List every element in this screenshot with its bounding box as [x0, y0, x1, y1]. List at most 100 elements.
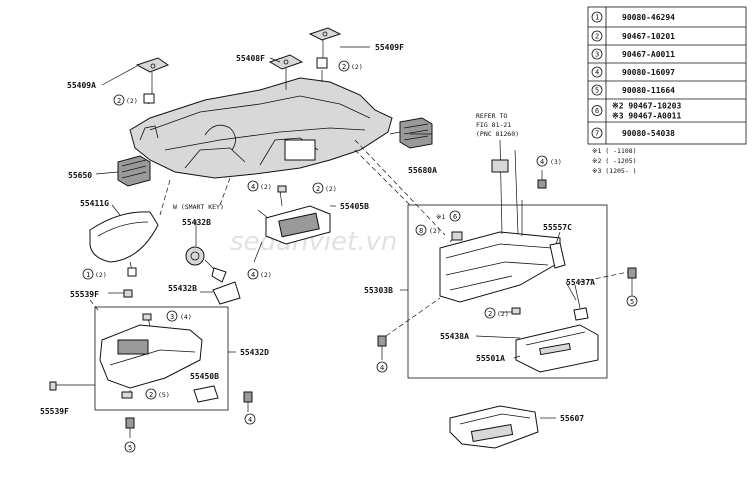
svg-text:(2): (2)	[260, 271, 272, 279]
label-55303B: 55303B	[364, 286, 393, 295]
svg-text:2: 2	[488, 310, 492, 318]
legend-number: 4	[595, 69, 599, 77]
callout-2b: 2 (2)	[338, 60, 363, 72]
pad-55408F	[268, 54, 304, 90]
callout-6a: ※1 6	[436, 210, 461, 222]
callout-4c: 4	[244, 413, 256, 425]
callout-2d: 2 (5)	[145, 388, 170, 400]
callout-1a: 1 (2)	[82, 268, 107, 280]
clip-top-4	[537, 170, 547, 189]
callout-2a: 2 (2)	[113, 94, 138, 106]
refer-note-3: (PNC 81260)	[476, 130, 519, 138]
svg-text:(2): (2)	[429, 227, 441, 235]
label-55450B: 55450B	[190, 372, 219, 381]
legend-number: 2	[595, 33, 599, 41]
legend-number-circle	[591, 11, 603, 23]
glove-door-55501A	[515, 324, 599, 373]
legend-number-circle	[591, 66, 603, 78]
label-55432B-mid: 55432B	[168, 284, 197, 293]
label-55432D: 55432D	[240, 348, 269, 357]
svg-text:2: 2	[342, 63, 346, 71]
callout-5b: 5	[626, 295, 638, 307]
smart-key-switch	[185, 220, 227, 283]
legend-number-circle	[591, 48, 603, 60]
svg-text:2: 2	[149, 391, 153, 399]
svg-text:(2): (2)	[325, 185, 337, 193]
svg-text:(3): (3)	[550, 158, 562, 166]
legend-code: 90467-A0011	[622, 50, 675, 59]
glovebox-box	[407, 139, 608, 379]
tray-55607	[449, 405, 539, 449]
label-55557C: 55557C	[543, 223, 572, 232]
clip-55539F-top	[108, 289, 133, 298]
svg-text:1: 1	[86, 271, 90, 279]
label-55539F-top: 55539F	[70, 290, 99, 299]
legend-number-circle	[591, 105, 603, 116]
label-55607: 55607	[560, 414, 584, 423]
refer-note-2: FIG 81-21	[476, 121, 511, 129]
legend-number: 1	[595, 14, 599, 22]
label-smart-key: W (SMART KEY)	[173, 203, 224, 211]
svg-text:6: 6	[453, 213, 457, 221]
callout-4e: 4	[376, 361, 388, 373]
svg-text:3: 3	[170, 313, 174, 321]
callout-2c: 2 (2)	[312, 182, 337, 194]
svg-text:(4): (4)	[180, 313, 192, 321]
footnote-3: ※3 (1205- )	[592, 167, 637, 175]
refer-note-1: REFER TO	[476, 112, 507, 120]
legend-code: ※2 90467-10203	[612, 102, 682, 111]
label-55432B-top: 55432B	[182, 218, 211, 227]
vent-55680A	[389, 117, 433, 149]
callout-4b: 4 (2)	[247, 268, 272, 280]
legend-code: 90467-10201	[622, 32, 675, 41]
callout-5a: 5	[124, 441, 136, 453]
svg-text:(5): (5)	[158, 391, 170, 399]
svg-text:4: 4	[380, 364, 384, 372]
svg-text:8: 8	[419, 227, 423, 235]
label-55501A: 55501A	[476, 354, 505, 363]
svg-text:(2): (2)	[126, 97, 138, 105]
svg-text:4: 4	[251, 183, 255, 191]
vent-55650	[117, 155, 151, 187]
clip-left-4	[377, 297, 441, 360]
legend-number: 6	[595, 107, 599, 115]
svg-text:4: 4	[248, 416, 252, 424]
legend-row: 6 ※2 90467-10203※3 90467-A0011	[591, 102, 682, 121]
label-55650: 55650	[68, 171, 92, 180]
label-55408F: 55408F	[236, 54, 265, 63]
label-55437A: 55437A	[566, 278, 595, 287]
screw-5-left	[125, 417, 135, 438]
svg-text:※1: ※1	[436, 213, 445, 221]
callout-8a: 8 (2)	[415, 224, 441, 236]
legend-number: 5	[595, 87, 599, 95]
label-55680A: 55680A	[408, 166, 437, 175]
footnote-2: ※2 ( -1205)	[592, 157, 637, 165]
pad-55409F	[308, 27, 342, 82]
bracket-55432B	[200, 281, 241, 305]
clip-55539F-bottom	[49, 381, 95, 391]
svg-text:2: 2	[117, 97, 121, 105]
callout-3a: 3 (4)	[166, 310, 192, 322]
svg-text:5: 5	[630, 298, 634, 306]
legend-row: 2 90467-10201	[591, 30, 675, 42]
callout-4a: 4 (2)	[247, 180, 272, 192]
leader-lines	[95, 46, 577, 419]
svg-text:(2): (2)	[260, 183, 272, 191]
legend-code-alt: ※3 90467-A0011	[612, 112, 682, 121]
label-55409A: 55409A	[67, 81, 96, 90]
instrument-panel-assembly	[129, 77, 393, 179]
screw-4-left	[243, 391, 253, 412]
callout-2e: 2 (2)	[484, 307, 509, 319]
pad-55409A	[135, 57, 170, 105]
legend-number-circle	[591, 84, 603, 96]
center-register-55405B	[253, 185, 331, 263]
cluster-hood-55411G	[89, 211, 159, 277]
callout-4d: 4 (3)	[536, 155, 562, 167]
svg-text:2: 2	[316, 185, 320, 193]
